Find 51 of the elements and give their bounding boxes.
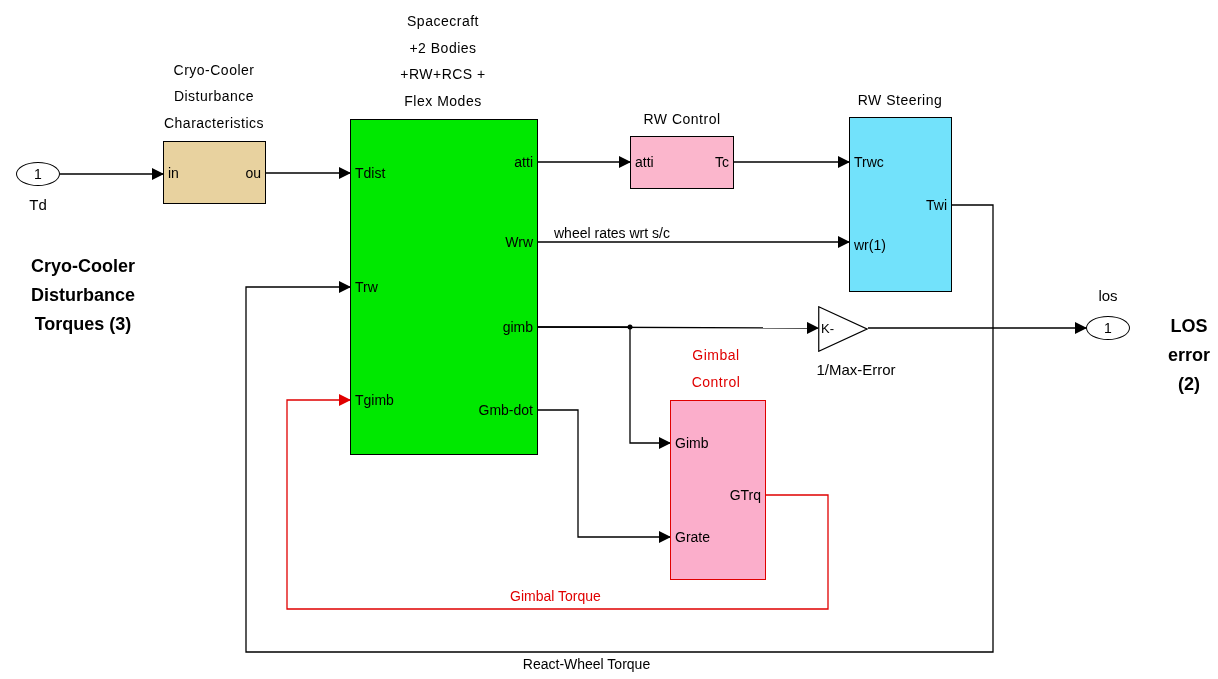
port-label: Tdist bbox=[355, 165, 386, 181]
port-label: atti bbox=[635, 154, 654, 170]
subsystem-block bbox=[670, 400, 766, 580]
gain-value: K- bbox=[821, 321, 834, 337]
annotation-text: LOS error (2) bbox=[1167, 315, 1211, 396]
port-label: wr(1) bbox=[854, 237, 886, 253]
port-label: Grate bbox=[675, 529, 710, 545]
port-number: 1 bbox=[33, 166, 43, 182]
subsystem-block bbox=[849, 117, 952, 292]
port-label: in bbox=[168, 165, 179, 181]
inport-oval bbox=[16, 162, 60, 186]
signal-arrow bbox=[537, 409, 671, 543]
port-label: Tgimb bbox=[355, 392, 394, 408]
port-label: Wrw bbox=[505, 234, 533, 250]
block-title: Cryo-Cooler Disturbance Characteristics bbox=[162, 60, 266, 133]
port-label: Gmb-dot bbox=[478, 402, 533, 418]
signal-label: React-Wheel Torque bbox=[520, 656, 653, 672]
port-label: ou bbox=[245, 165, 261, 181]
signal-arrow bbox=[245, 204, 994, 653]
port-label: Trw bbox=[355, 279, 378, 295]
signal-label: Gimbal Torque bbox=[508, 588, 603, 604]
signal-arrow bbox=[265, 167, 351, 179]
block-name: Td bbox=[29, 196, 47, 213]
signal-arrow bbox=[286, 394, 829, 610]
annotation-text: Cryo-Cooler Disturbance Torques (3) bbox=[30, 255, 136, 336]
block-title: Gimbal Control bbox=[690, 346, 742, 392]
port-label: Twi bbox=[926, 197, 947, 213]
signal-arrow bbox=[59, 168, 164, 180]
outport-oval bbox=[1086, 316, 1130, 340]
port-label: GTrq bbox=[729, 487, 761, 503]
port-label: Trwc bbox=[854, 154, 884, 170]
port-number: 1 bbox=[1103, 320, 1113, 336]
signal-arrow bbox=[537, 156, 631, 168]
subsystem-block bbox=[163, 141, 266, 204]
block-title: Spacecraft +2 Bodies +RW+RCS + Flex Modes bbox=[400, 12, 486, 111]
port-label: gimb bbox=[502, 319, 533, 335]
port-label: atti bbox=[514, 154, 533, 170]
block-title: RW Control bbox=[642, 109, 722, 129]
signal-arrow bbox=[537, 326, 671, 449]
subsystem-block bbox=[350, 119, 538, 455]
subsystem-block bbox=[630, 136, 734, 189]
gain-triangle bbox=[818, 306, 868, 352]
port-label: Gimb bbox=[675, 435, 709, 451]
block-title: RW Steering bbox=[856, 90, 944, 110]
signal-label: wheel rates wrt s/c bbox=[553, 225, 671, 241]
port-label: Tc bbox=[715, 154, 729, 170]
block-name: 1/Max-Error bbox=[816, 361, 896, 378]
signal-arrow bbox=[537, 236, 850, 248]
block-name: los bbox=[1098, 287, 1118, 304]
signal-arrow bbox=[733, 156, 850, 168]
signal-arrow bbox=[867, 322, 1087, 334]
